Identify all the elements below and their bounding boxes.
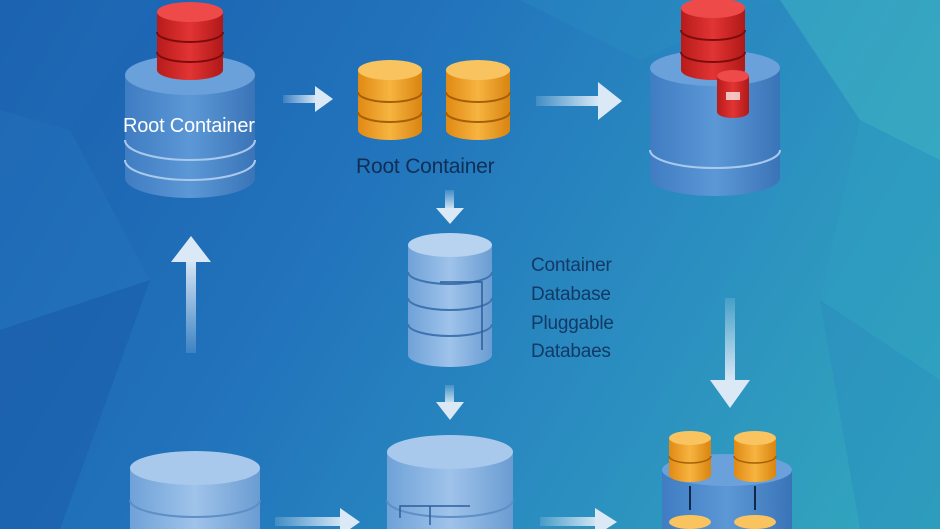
root-container-left-label: Root Container (123, 115, 255, 137)
arrow-up-left (171, 236, 211, 353)
root-container-center-label: Root Container (356, 155, 495, 178)
bottom-center-cylinder-icon (386, 435, 514, 529)
databases-label: Databaes (531, 341, 611, 362)
database-label: Database (531, 284, 611, 305)
arrow-right-bottom-2 (540, 508, 617, 529)
arrow-right-2 (536, 82, 622, 120)
arrow-down-2 (436, 385, 464, 420)
arrow-right-bottom-1 (275, 508, 360, 529)
arrow-down-right (710, 298, 750, 408)
orange-db-2 (445, 60, 511, 140)
bottom-left-cylinder-icon (129, 451, 261, 529)
arrow-down-1 (436, 190, 464, 224)
bottom-right-pdb-cylinder-icon (662, 431, 792, 529)
orange-db-1 (357, 60, 423, 140)
arrow-right-1 (283, 86, 333, 112)
pluggable-label: Pluggable (531, 313, 614, 334)
container-label: Container (531, 255, 612, 276)
